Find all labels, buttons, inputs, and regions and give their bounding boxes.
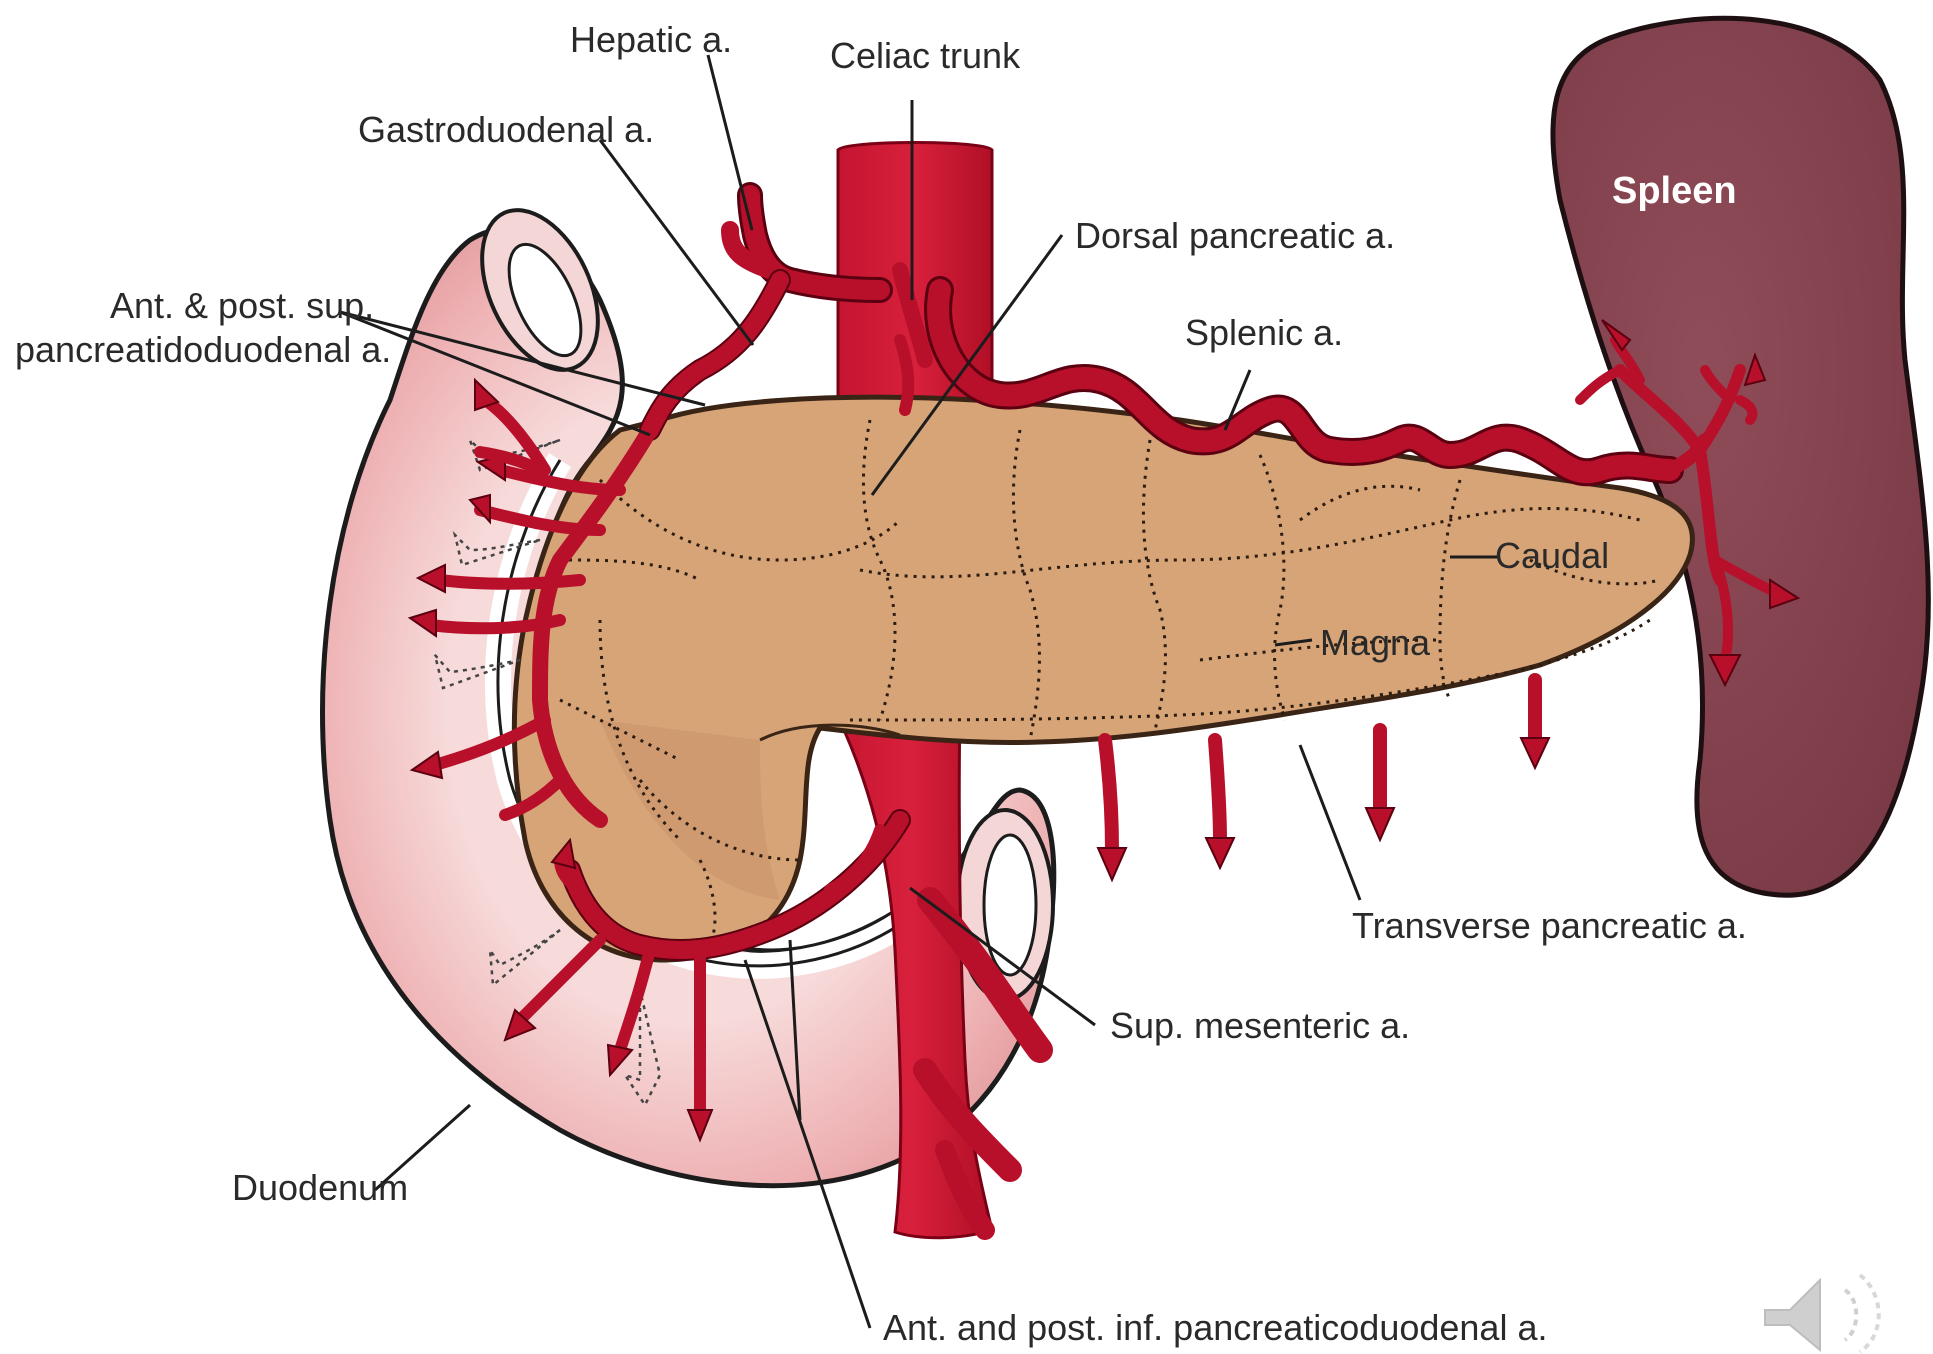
- label-celiac-trunk: Celiac trunk: [830, 35, 1021, 76]
- pancreas-shape: [514, 397, 1692, 960]
- label-magna: Magna: [1320, 622, 1431, 663]
- label-caudal: Caudal: [1495, 535, 1609, 576]
- label-transverse-pancreatic-artery: Transverse pancreatic a.: [1352, 905, 1747, 946]
- label-dorsal-pancreatic-artery: Dorsal pancreatic a.: [1075, 215, 1395, 256]
- duodenum-distal-lumen: [984, 835, 1036, 975]
- speaker-icon[interactable]: [1765, 1275, 1879, 1352]
- label-spleen: Spleen: [1612, 170, 1737, 212]
- label-hepatic-artery: Hepatic a.: [570, 19, 732, 60]
- label-ant-post-sup-line2: pancreatidoduodenal a.: [15, 329, 391, 370]
- label-ant-post-sup-line1: Ant. & post. sup.: [110, 285, 374, 326]
- label-duodenum: Duodenum: [232, 1167, 408, 1208]
- label-sup-mesenteric-artery: Sup. mesenteric a.: [1110, 1005, 1410, 1046]
- label-gastroduodenal-artery: Gastroduodenal a.: [358, 109, 654, 150]
- label-ant-post-inf-pd-artery: Ant. and post. inf. pancreaticoduodenal …: [883, 1307, 1547, 1348]
- label-splenic-artery: Splenic a.: [1185, 312, 1343, 353]
